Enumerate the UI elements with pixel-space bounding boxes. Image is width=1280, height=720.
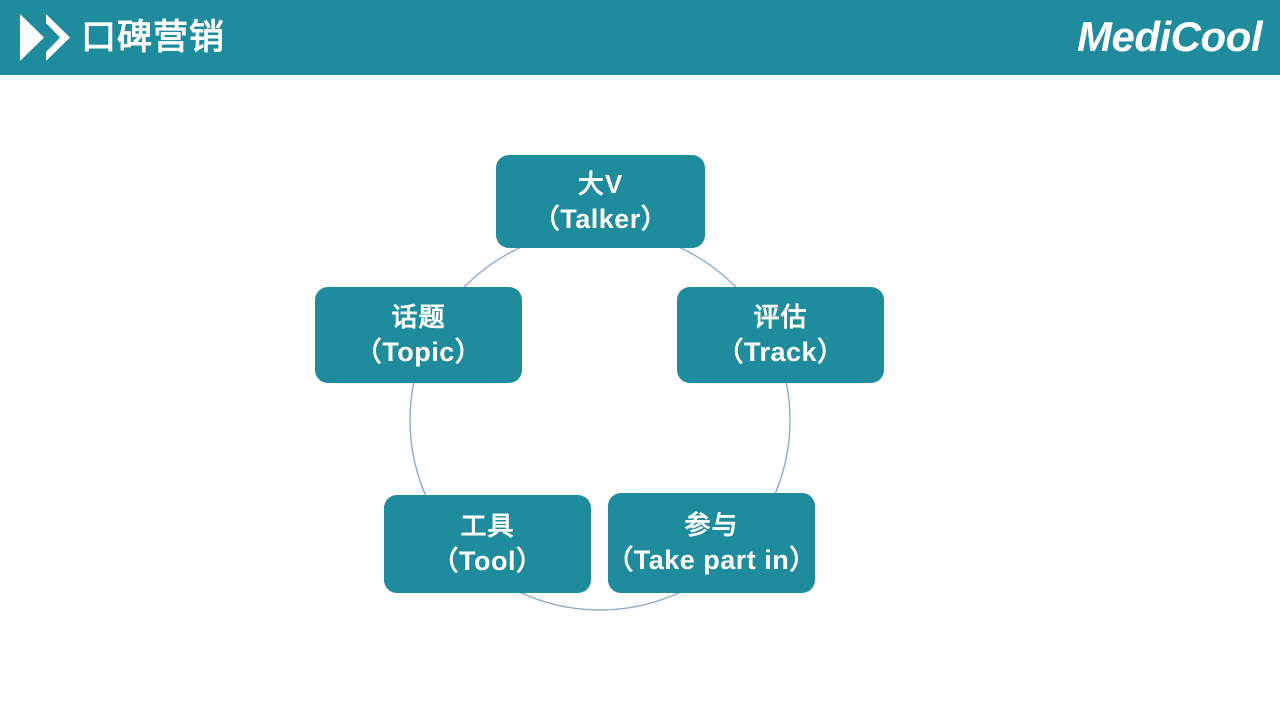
node-tool-label-en: （Tool） xyxy=(431,546,544,576)
node-talker-label-cn: 大V xyxy=(577,168,624,199)
node-track[interactable]: 评估 （Track） xyxy=(677,287,884,383)
node-topic-label-cn: 话题 xyxy=(391,302,446,332)
node-talker[interactable]: 大V （Talker） xyxy=(496,155,705,248)
header-bar: 口碑营销 MediCool xyxy=(0,0,1280,75)
page-title: 口碑营销 xyxy=(81,18,226,57)
company-logo: MediCool xyxy=(1077,13,1262,60)
node-talker-label-en: （Talker） xyxy=(532,203,669,234)
node-topic[interactable]: 话题 （Topic） xyxy=(315,287,522,383)
node-track-label-cn: 评估 xyxy=(753,302,808,332)
node-take-part-in[interactable]: 参与 （Take part in） xyxy=(606,493,817,593)
node-take-part-in-label-cn: 参与 xyxy=(684,510,739,540)
play-triangles-logo-icon xyxy=(18,12,76,63)
node-take-part-in-label-en: （Take part in） xyxy=(606,545,817,575)
node-tool-label-cn: 工具 xyxy=(460,511,515,541)
cycle-diagram: 大V （Talker） 评估 （Track） 参与 （Take part in）… xyxy=(0,75,1280,720)
node-topic-label-en: （Topic） xyxy=(354,337,483,367)
node-tool[interactable]: 工具 （Tool） xyxy=(384,495,591,593)
node-track-label-en: （Track） xyxy=(716,337,845,367)
